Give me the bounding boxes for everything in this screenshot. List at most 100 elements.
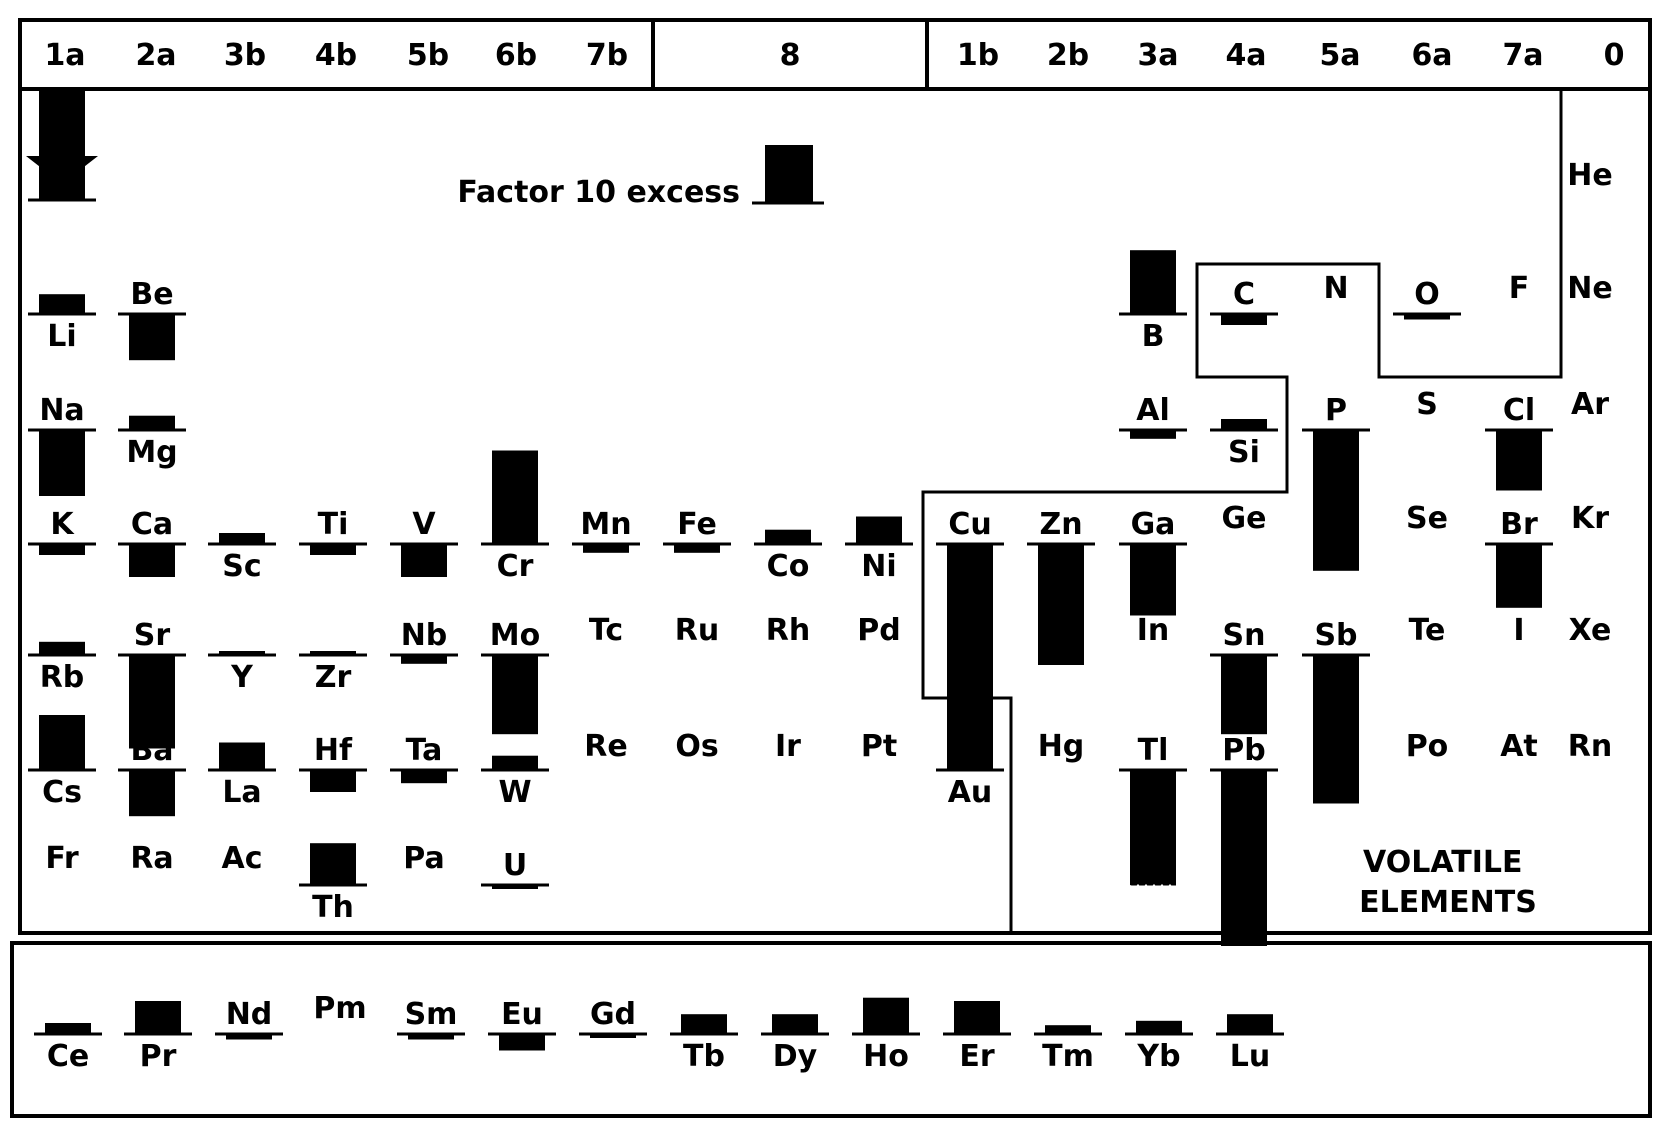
abundance-bar-o: [1404, 314, 1450, 320]
abundance-bar-sc: [219, 533, 265, 544]
element-label-mo: Mo: [490, 618, 540, 653]
element-label-sm: Sm: [405, 997, 458, 1032]
abundance-bar-ba: [129, 770, 175, 817]
element-label-se: Se: [1406, 501, 1448, 536]
abundance-bar-cr: [492, 450, 538, 544]
abundance-bar-rb: [39, 641, 85, 655]
element-label-li: Li: [47, 319, 76, 354]
element-label-cu: Cu: [948, 507, 991, 542]
element-label-si: Si: [1228, 435, 1260, 470]
element-label-rn: Rn: [1568, 729, 1612, 764]
lanthanide-frame: [10, 941, 1652, 1118]
element-label-ne: Ne: [1567, 271, 1612, 306]
element-label-n: N: [1323, 271, 1348, 306]
legend-key-bar: [765, 145, 813, 203]
element-label-cd: Cd: [1039, 613, 1083, 648]
abundance-bar-cu: [947, 544, 993, 676]
abundance-bar-mn: [583, 544, 629, 553]
element-label-ir: Ir: [775, 729, 801, 764]
group-header-2a: 2a: [135, 38, 176, 73]
element-label-ag: Ag: [948, 613, 993, 648]
group-header-5b: 5b: [407, 38, 449, 73]
abundance-bar-k: [39, 544, 85, 555]
abundance-bar-al: [1130, 430, 1176, 439]
abundance-bar-nd: [226, 1034, 272, 1040]
element-label-ca: Ca: [131, 507, 173, 542]
abundance-bar-sm: [408, 1034, 454, 1040]
element-label-i: I: [1513, 613, 1524, 648]
abundance-bar-sb: [1313, 655, 1359, 804]
element-label-ge: Ge: [1222, 501, 1267, 536]
abundance-bar-c: [1221, 314, 1267, 325]
element-label-fr: Fr: [45, 841, 79, 876]
group-header-1a: 1a: [44, 38, 85, 73]
abundance-bar-pb: [1221, 770, 1267, 946]
element-label-ta: Ta: [406, 733, 443, 768]
element-label-u: U: [503, 848, 527, 883]
element-label-sc: Sc: [222, 549, 261, 584]
wavy-edge-tl: [1129, 883, 1179, 893]
abundance-bar-ca: [129, 544, 175, 577]
element-label-y: Y: [230, 660, 254, 695]
element-label-be: Be: [130, 277, 173, 312]
arrow-head-h: [26, 156, 98, 184]
abundance-bar-ce: [45, 1023, 91, 1034]
abundance-bar-fe: [674, 544, 720, 553]
abundance-bar-zr: [310, 651, 356, 655]
group-header-3a: 3a: [1137, 38, 1178, 73]
element-label-cl: Cl: [1503, 393, 1535, 428]
element-label-nd: Nd: [226, 997, 273, 1032]
abundance-bar-ta: [401, 770, 447, 784]
abundance-bar-co: [765, 529, 811, 544]
abundance-bar-cl: [1496, 430, 1542, 491]
element-label-sr: Sr: [134, 618, 171, 653]
element-label-pb: Pb: [1222, 733, 1265, 768]
element-label-au: Au: [948, 775, 993, 810]
volatile-boundary-upper: [921, 89, 1563, 933]
element-label-ba: Ba: [130, 733, 173, 768]
element-label-mn: Mn: [580, 507, 631, 542]
legend-key: Factor 10 excess: [457, 145, 824, 210]
element-label-pa: Pa: [403, 841, 444, 876]
abundance-bar-dy: [772, 1014, 818, 1034]
element-label-er: Er: [959, 1039, 994, 1074]
abundance-bar-eu: [499, 1034, 545, 1051]
element-label-pm: Pm: [313, 991, 366, 1026]
abundance-bar-sn: [1221, 655, 1267, 735]
abundance-bar-la: [219, 742, 265, 770]
main-table-frame: [18, 87, 1652, 935]
element-label-h: H: [49, 163, 74, 198]
abundance-bar-er: [954, 1001, 1000, 1034]
abundance-marks: [26, 90, 1553, 1051]
element-label-lu: Lu: [1230, 1039, 1270, 1074]
abundance-bar-ga: [1130, 544, 1176, 616]
abundance-bar-tl: [1130, 770, 1176, 886]
group-header-1b: 1b: [957, 38, 999, 73]
element-label-b: B: [1142, 319, 1165, 354]
volatile-elements-label: VOLATILE ELEMENTS: [1359, 845, 1537, 920]
element-label-tc: Tc: [589, 613, 623, 648]
element-label-ra: Ra: [130, 841, 173, 876]
element-label-eu: Eu: [501, 997, 543, 1032]
abundance-bar-th: [310, 843, 356, 885]
element-label-he: He: [1567, 158, 1612, 193]
abundance-bar-v: [401, 544, 447, 577]
element-label-ho: Ho: [863, 1039, 909, 1074]
abundance-bar-cs: [39, 715, 85, 770]
group-header-5a: 5a: [1319, 38, 1360, 73]
element-label-te: Te: [1409, 613, 1446, 648]
element-label-pr: Pr: [140, 1039, 177, 1074]
element-label-zr: Zr: [315, 660, 352, 695]
element-label-ti: Ti: [318, 507, 349, 542]
element-label-hf: Hf: [314, 733, 353, 768]
group-header-7a: 7a: [1502, 38, 1543, 73]
element-label-hg: Hg: [1038, 729, 1085, 764]
element-label-v: V: [412, 507, 436, 542]
element-label-bi: Bi: [1319, 729, 1352, 764]
abundance-bar-nb: [401, 655, 447, 664]
element-label-dy: Dy: [773, 1039, 818, 1074]
element-label-zn: Zn: [1039, 507, 1082, 542]
element-label-ga: Ga: [1131, 507, 1176, 542]
